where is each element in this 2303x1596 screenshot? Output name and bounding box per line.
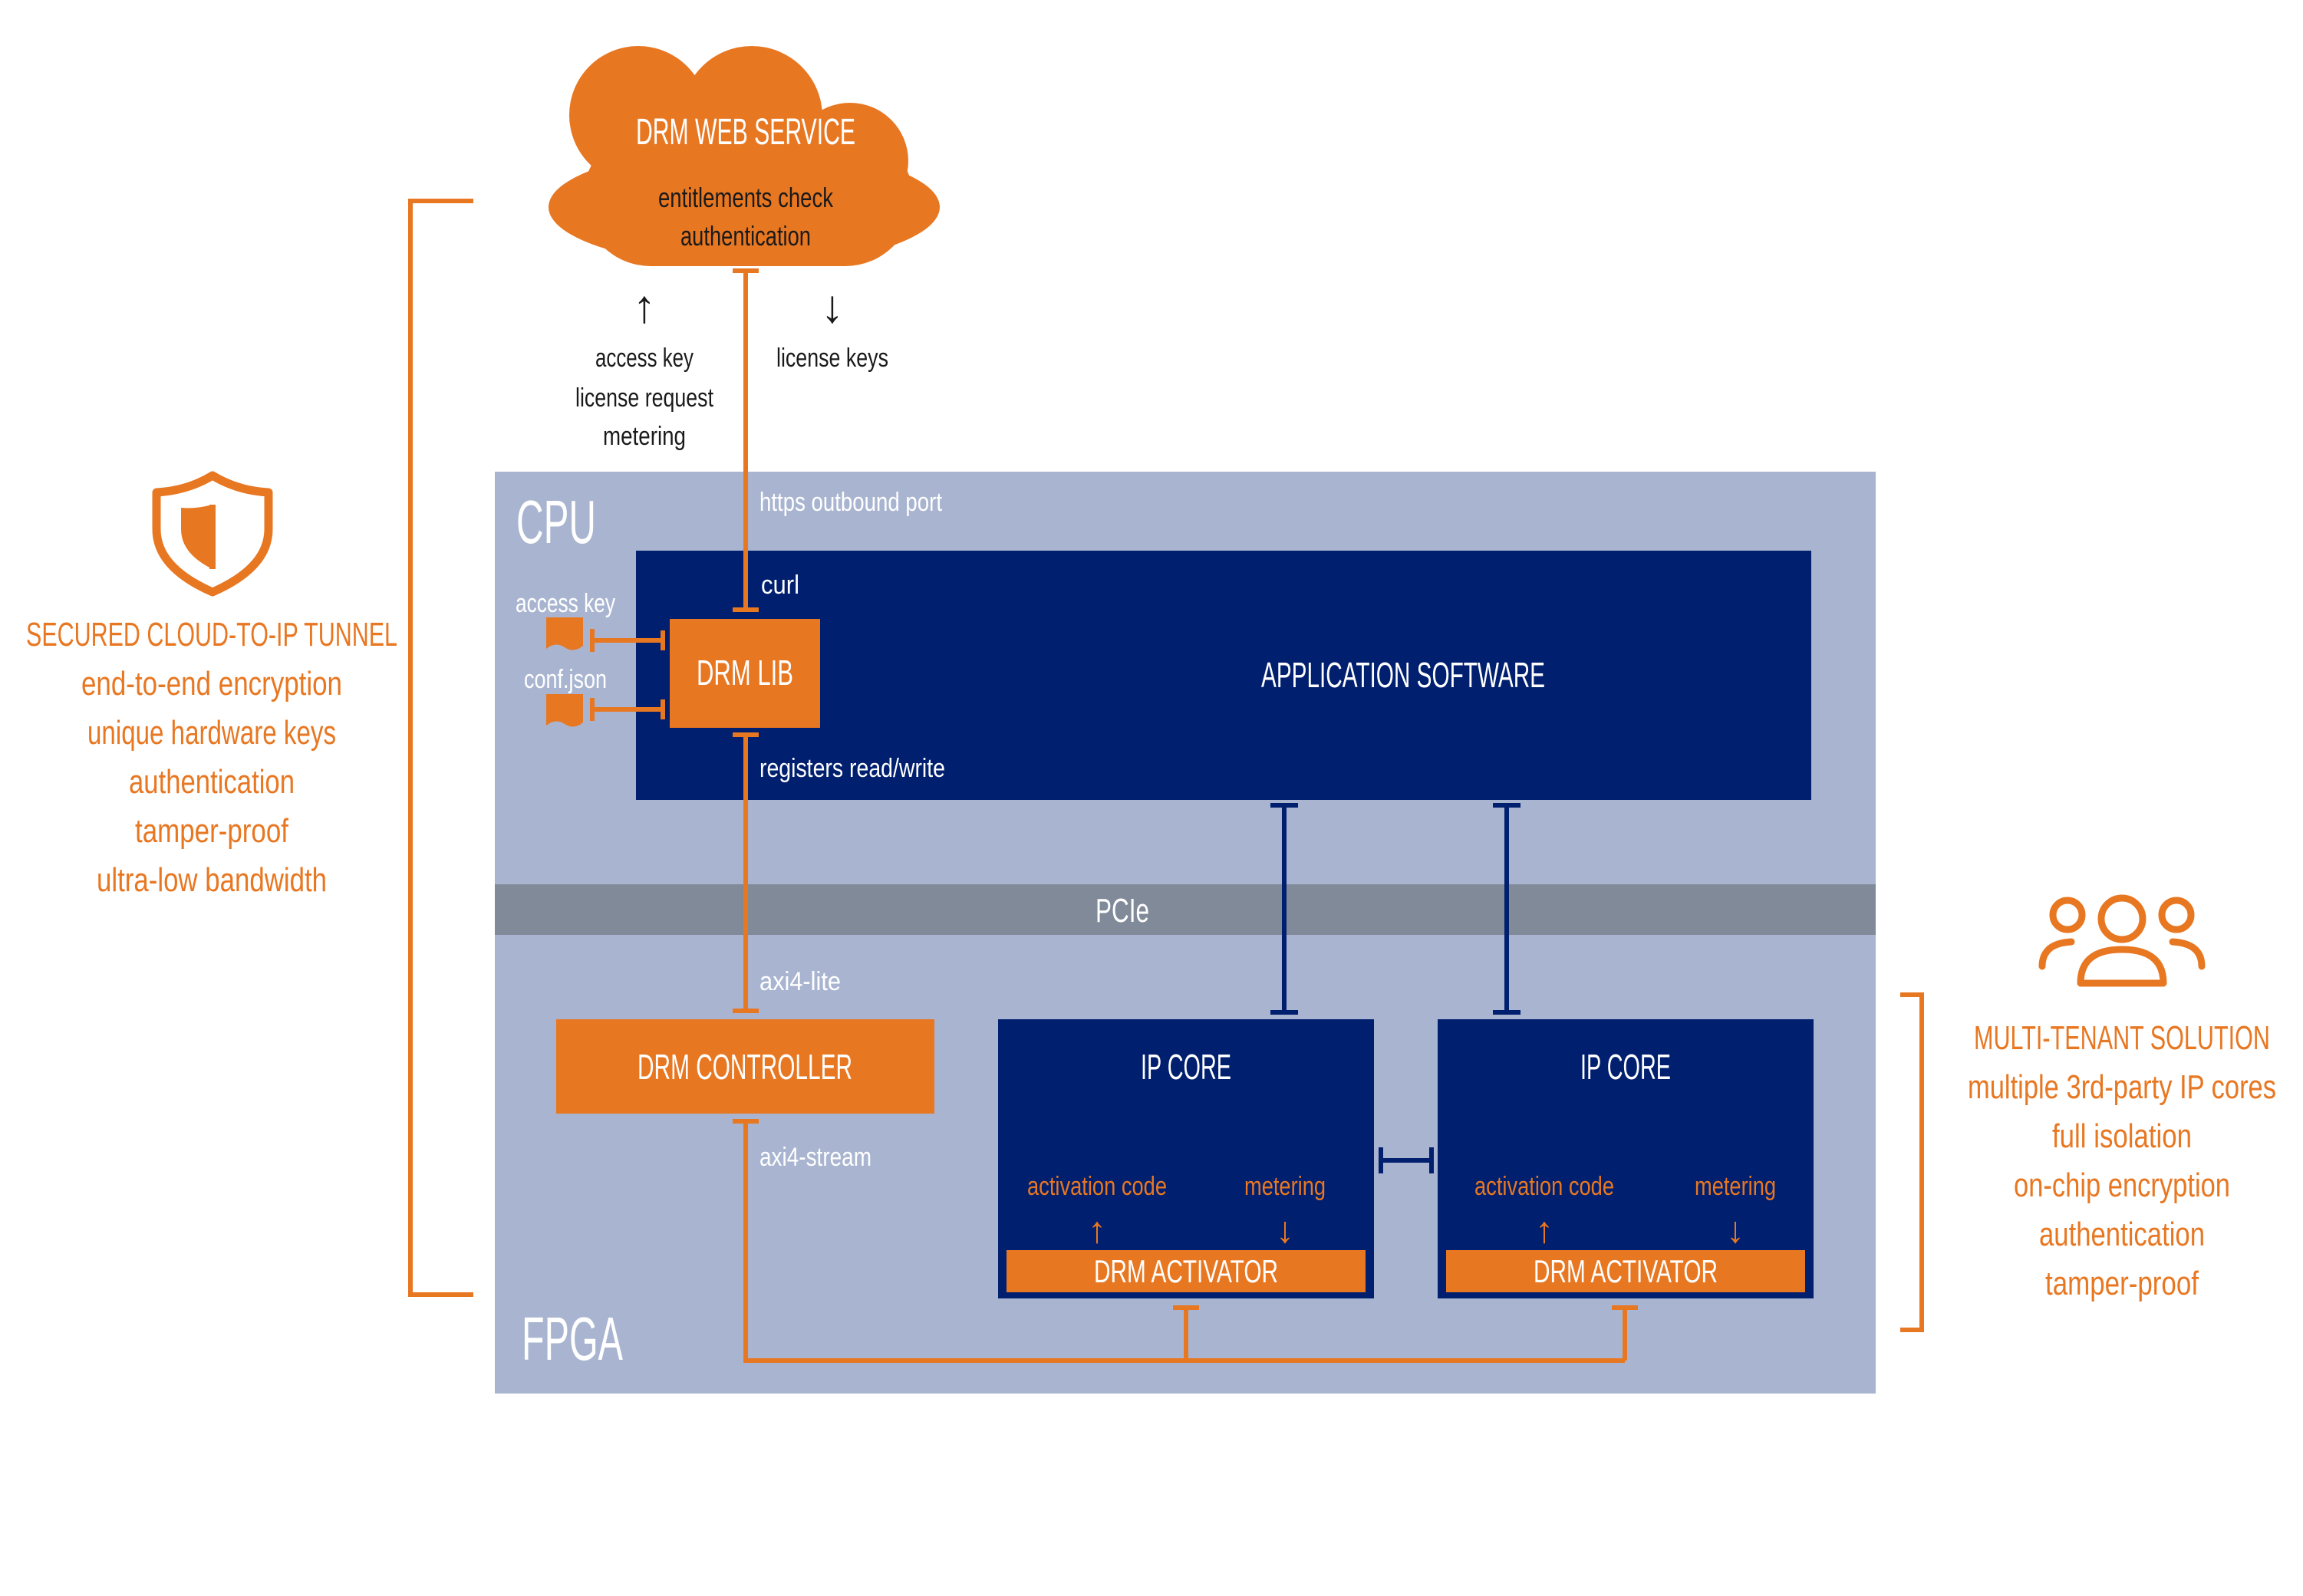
right-panel-line-3: on-chip encryption <box>2014 1167 2230 1204</box>
ip-core-1-activation-label: activation code <box>1027 1172 1167 1201</box>
axi4-lite-label: axi4-lite <box>759 967 841 996</box>
https-outbound-label: https outbound port <box>759 488 942 517</box>
shield-icon <box>152 471 273 597</box>
right-panel-line-2: full isolation <box>2052 1117 2192 1155</box>
access-key-file-label: access key <box>516 589 615 618</box>
drm-activator-2-label: DRM ACTIVATOR <box>1534 1253 1718 1289</box>
access-key-file-icon <box>546 617 583 650</box>
ip-core-2-arrow-up: ↑ <box>1535 1210 1553 1251</box>
ip-core-2-metering-label: metering <box>1695 1172 1776 1201</box>
right-panel-line-4: authentication <box>2039 1216 2205 1253</box>
drm-lib-block <box>670 619 820 728</box>
right-panel-line-5: tamper-proof <box>2045 1265 2199 1302</box>
cloud-line-2: authentication <box>680 220 811 252</box>
axi4-stream-label: axi4-stream <box>759 1143 871 1172</box>
ip-core-1-metering-label: metering <box>1244 1172 1326 1201</box>
drm-activator-block-1 <box>1007 1250 1366 1292</box>
left-panel-line-5: ultra-low bandwidth <box>97 861 327 899</box>
pcie-bus <box>495 884 1876 935</box>
pcie-label: PCIe <box>1095 892 1149 930</box>
left-panel-title: SECURED CLOUD-TO-IP TUNNEL <box>26 616 397 653</box>
upstream-line-2: license request <box>575 383 713 413</box>
upstream-line-1: access key <box>595 344 694 373</box>
right-panel-title: MULTI-TENANT SOLUTION <box>1974 1019 2270 1057</box>
file-connectors <box>590 629 665 721</box>
cloud-icon <box>549 46 940 266</box>
left-bracket <box>408 199 473 1297</box>
ip-core-2-activation-label: activation code <box>1474 1172 1614 1201</box>
upstream-arrow: ↑ <box>633 281 656 332</box>
ip-core-2-title: IP CORE <box>1580 1047 1671 1087</box>
right-panel-line-1: multiple 3rd-party IP cores <box>1968 1068 2276 1106</box>
right-bracket <box>1900 992 1924 1332</box>
drm-controller-block <box>556 1019 934 1114</box>
axi-lite-connector <box>733 732 759 1013</box>
upstream-line-3: metering <box>603 422 686 451</box>
users-icon <box>2038 894 2206 987</box>
ip-core-1 <box>998 1019 1374 1298</box>
drm-lib-label: DRM LIB <box>697 653 793 693</box>
ip-core-2-arrow-down: ↓ <box>1726 1210 1745 1251</box>
drm-controller-label: DRM CONTROLLER <box>638 1047 852 1087</box>
left-panel-line-4: tamper-proof <box>135 812 289 850</box>
application-software-label: APPLICATION SOFTWARE <box>1261 655 1545 695</box>
cloud-title: DRM WEB SERVICE <box>636 112 855 153</box>
cpu-label: CPU <box>516 488 596 556</box>
axi-stream-connector <box>733 1119 1638 1363</box>
downstream-line: license keys <box>776 344 888 373</box>
conf-json-file-icon <box>546 694 583 727</box>
https-connector <box>733 268 759 612</box>
ip-core-1-title: IP CORE <box>1141 1047 1231 1087</box>
drm-activator-block-2 <box>1446 1250 1805 1292</box>
conf-json-file-label: conf.json <box>524 665 607 694</box>
pcie-connectors <box>1270 803 1521 1173</box>
cloud-line-1: entitlements check <box>658 182 834 213</box>
fpga-label: FPGA <box>522 1305 623 1373</box>
left-panel-line-3: authentication <box>129 763 295 801</box>
ip-core-2 <box>1438 1019 1814 1298</box>
drm-activator-1-label: DRM ACTIVATOR <box>1094 1253 1278 1289</box>
ip-core-1-arrow-up: ↑ <box>1088 1210 1106 1251</box>
left-panel-line-1: end-to-end encryption <box>81 665 342 703</box>
ip-core-1-arrow-down: ↓ <box>1276 1210 1294 1251</box>
downstream-arrow: ↓ <box>821 281 844 332</box>
left-panel-line-2: unique hardware keys <box>87 714 336 752</box>
registers-label: registers read/write <box>759 754 945 783</box>
curl-label: curl <box>761 571 799 600</box>
application-software-block <box>636 551 1811 800</box>
